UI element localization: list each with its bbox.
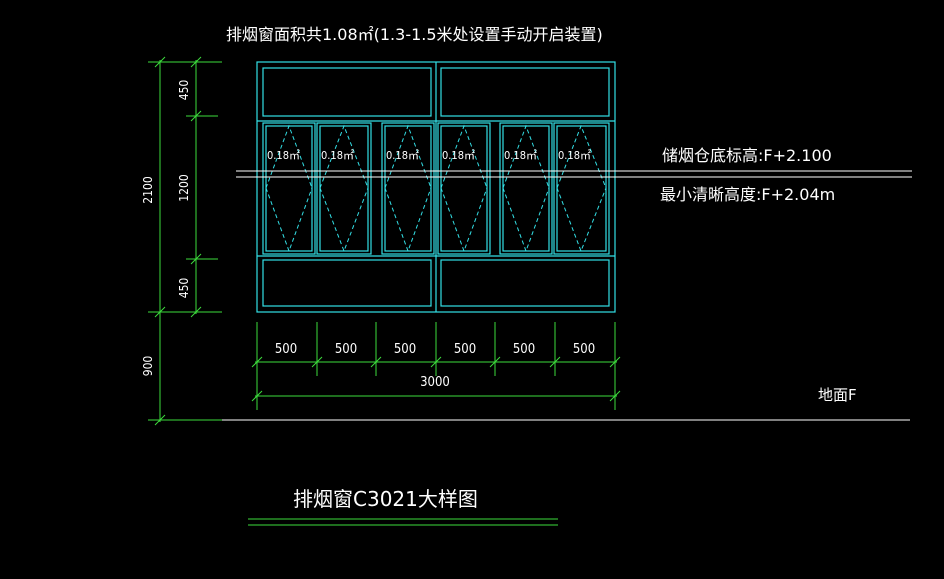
pane-area-label-4: 0.18㎡	[442, 149, 475, 162]
sash-4	[437, 122, 491, 255]
sash-5	[499, 122, 553, 255]
sash-2	[316, 122, 372, 255]
dim-total-height: 2100	[141, 176, 155, 204]
horizontal-dimensions: 500 500 500 500 500 500 3000	[251, 322, 621, 410]
dim-col-6: 500	[573, 342, 595, 357]
pane-area-label-6: 0.18㎡	[558, 149, 591, 162]
dim-col-4: 500	[454, 342, 476, 357]
pane-area-label-5: 0.18㎡	[504, 149, 537, 162]
min-clear-height-label: 最小清晰高度:F+2.04m	[660, 185, 835, 204]
dim-total-width: 3000	[420, 375, 450, 390]
drawing-title: 排烟窗C3021大样图	[293, 487, 478, 511]
bottom-right-fixed-panel	[440, 259, 610, 307]
pane-area-label-1: 0.18㎡	[267, 149, 300, 162]
dim-sill-height: 900	[141, 356, 155, 377]
dim-col-2: 500	[335, 342, 357, 357]
dim-col-1: 500	[275, 342, 297, 357]
bottom-left-fixed-panel	[262, 259, 432, 307]
smoke-window-area-note: 排烟窗面积共1.08㎡(1.3-1.5米处设置手动开启装置)	[226, 25, 603, 44]
vertical-dimensions: 2100 900 450 1200 450	[141, 56, 222, 426]
dim-row-bottom: 450	[177, 278, 191, 299]
ground-level-label: 地面F	[818, 386, 857, 404]
sash-3	[381, 122, 435, 255]
sash-6	[553, 122, 610, 255]
reservoir-bottom-level-label: 储烟仓底标高:F+2.100	[662, 146, 832, 165]
dim-col-3: 500	[394, 342, 416, 357]
window-elevation: 0.18㎡ 0.18㎡ 0.18㎡ 0.18㎡ 0.18㎡ 0.18㎡	[256, 61, 616, 313]
dim-row-middle: 1200	[177, 174, 191, 202]
dim-col-5: 500	[513, 342, 535, 357]
top-right-fixed-panel	[440, 67, 610, 117]
pane-area-label-3: 0.18㎡	[386, 149, 419, 162]
pane-area-label-2: 0.18㎡	[321, 149, 354, 162]
dim-row-top: 450	[177, 80, 191, 101]
sash-1	[262, 122, 316, 255]
top-left-fixed-panel	[262, 67, 432, 117]
